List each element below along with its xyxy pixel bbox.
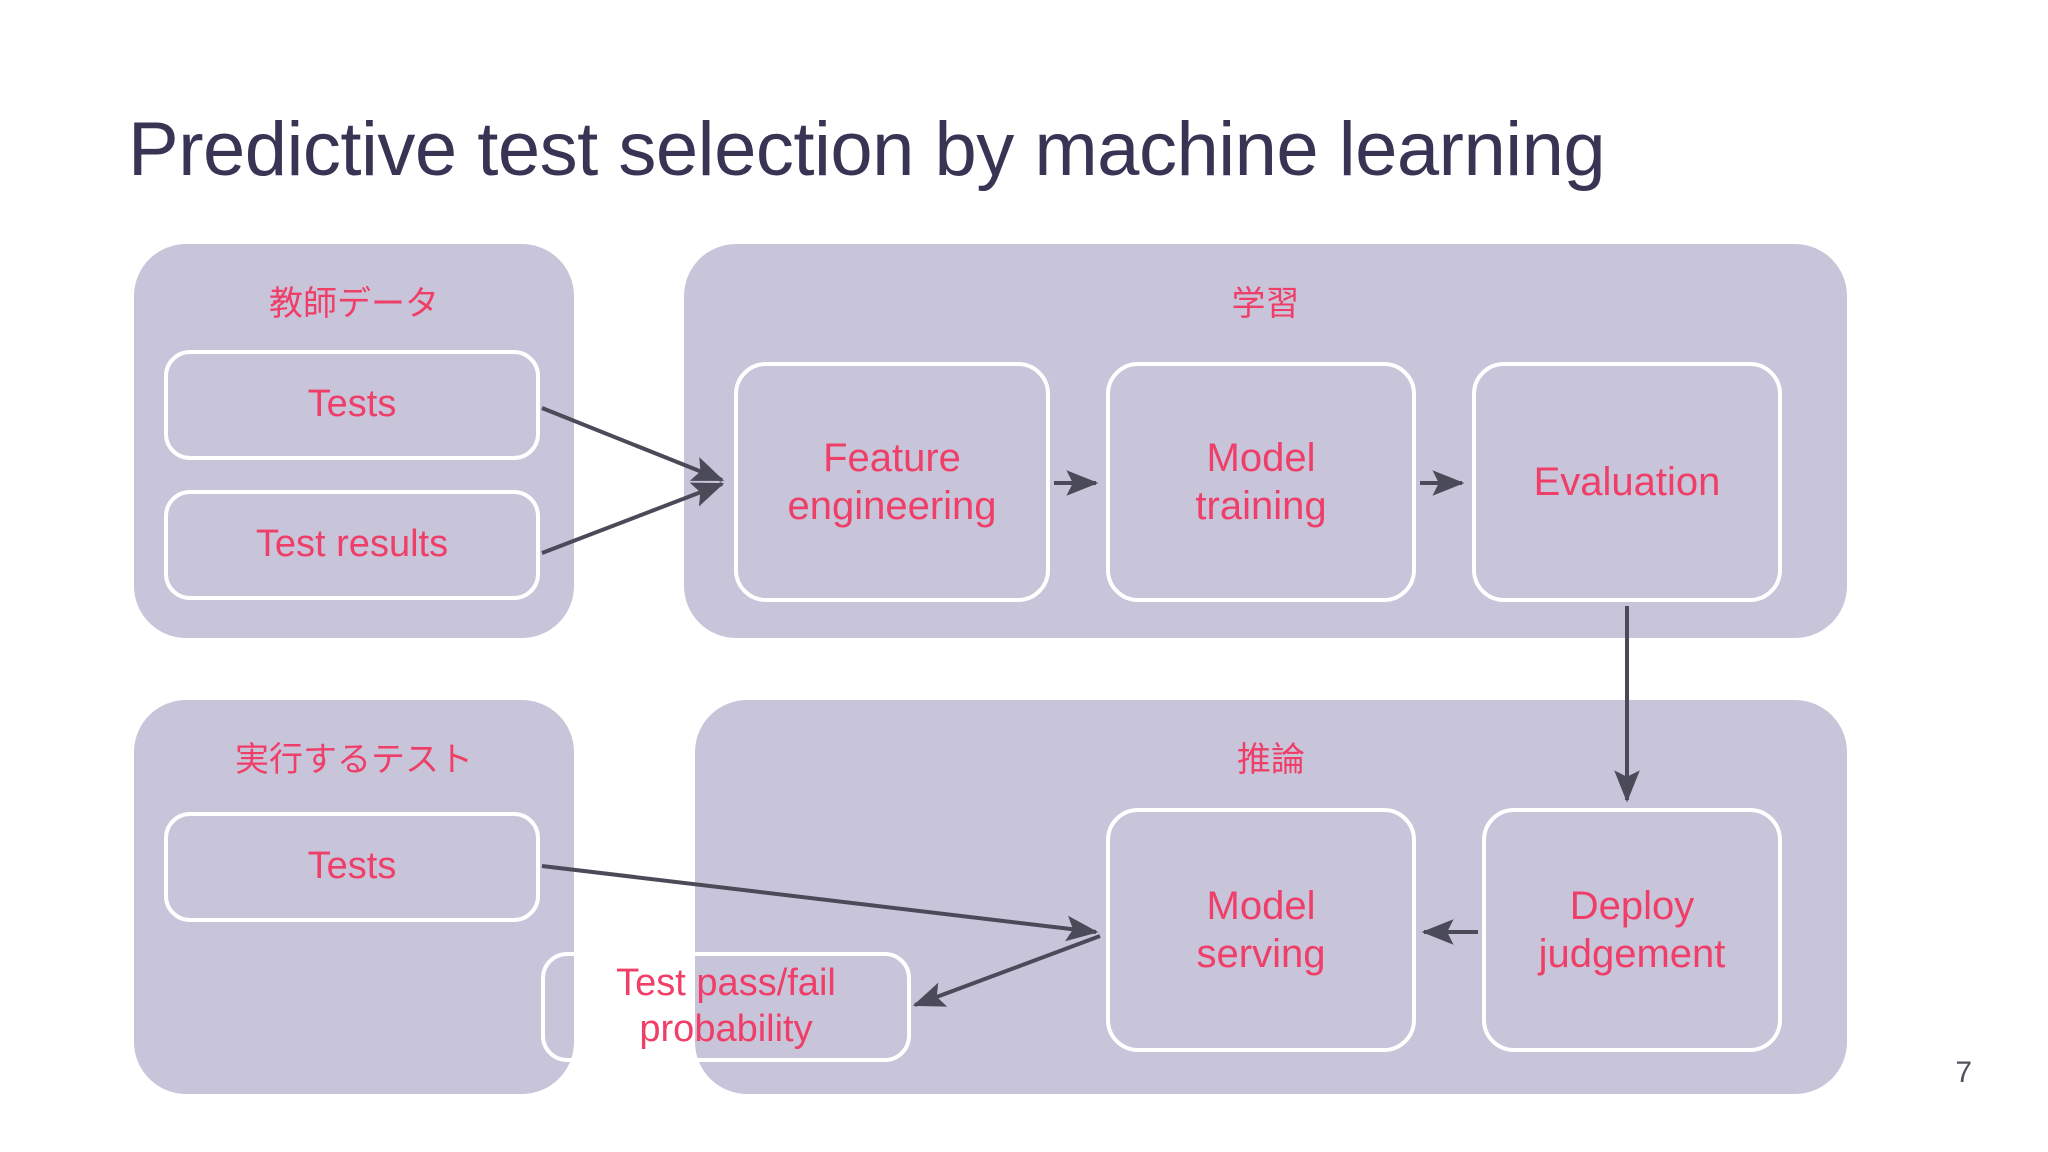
- node-label: Tests: [307, 845, 397, 888]
- node-label-line1: Deploy: [1569, 884, 1695, 928]
- panel-label-inference: 推論: [1237, 741, 1305, 779]
- panel-label-training-data: 教師データ: [269, 285, 439, 323]
- panel-learning: 学習: [684, 244, 1847, 638]
- node-label-line1: Evaluation: [1533, 460, 1721, 504]
- node-label-line2: engineering: [787, 484, 997, 528]
- node-label-line2: serving: [1196, 932, 1326, 976]
- node-label-line2: judgement: [1538, 932, 1726, 976]
- node-test-pass-fail-probability[interactable]: Test pass/fail probability: [541, 952, 911, 1062]
- node-tests-to-run[interactable]: Tests: [164, 812, 540, 922]
- panel-inference: 推論: [695, 700, 1847, 1094]
- node-label-line2: training: [1195, 484, 1327, 528]
- panel-training-data: 教師データ: [134, 244, 574, 638]
- node-model-training[interactable]: Model training: [1106, 362, 1416, 602]
- node-label-line1: Model: [1206, 436, 1316, 480]
- panel-label-tests-to-run: 実行するテスト: [235, 741, 473, 779]
- page-title: Predictive test selection by machine lea…: [128, 107, 1606, 192]
- node-label-line1: Test pass/fail: [616, 962, 836, 1005]
- node-tests-training[interactable]: Tests: [164, 350, 540, 460]
- node-evaluation[interactable]: Evaluation: [1472, 362, 1782, 602]
- node-label-line2: probability: [639, 1008, 813, 1050]
- node-deploy-judgement[interactable]: Deploy judgement: [1482, 808, 1782, 1052]
- panel-label-learning: 学習: [1231, 285, 1300, 323]
- node-label-line1: Feature: [823, 436, 961, 480]
- node-test-results[interactable]: Test results: [164, 490, 540, 600]
- node-model-serving[interactable]: Model serving: [1106, 808, 1416, 1052]
- node-feature-engineering[interactable]: Feature engineering: [734, 362, 1050, 602]
- node-label-line1: Model: [1206, 884, 1316, 928]
- page-number: 7: [1955, 1056, 1972, 1089]
- panel-tests-to-run: 実行するテスト: [134, 700, 574, 1094]
- node-label: Test results: [255, 523, 449, 566]
- node-label: Tests: [307, 383, 397, 426]
